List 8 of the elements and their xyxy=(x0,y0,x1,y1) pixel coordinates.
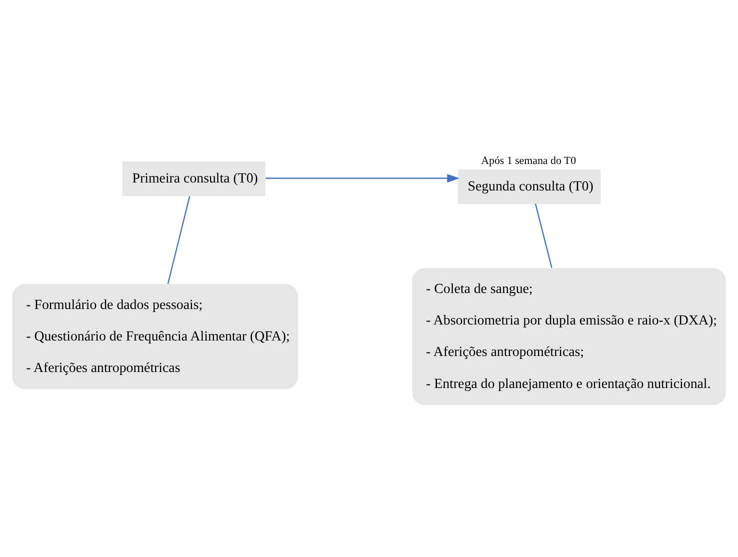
node-box: - Coleta de sangue; - Absorciometria por dupla emissão e raio-x (DXA); - Aferições antropométricas; - Entrega do planejamento e orientação nutricional. xyxy=(412,268,726,405)
node-box: Primeira consulta (T0) xyxy=(122,160,266,196)
connector xyxy=(534,203,552,268)
connector xyxy=(167,196,190,284)
arrow xyxy=(266,173,460,182)
node-label: Após 1 semana do T0 xyxy=(481,154,576,167)
node-box: Segunda consulta (T0) xyxy=(458,168,601,204)
node-box: - Formulário de dados pessoais; - Questionário de Frequência Alimentar (QFA); - Aferições antropométricas xyxy=(12,283,298,389)
